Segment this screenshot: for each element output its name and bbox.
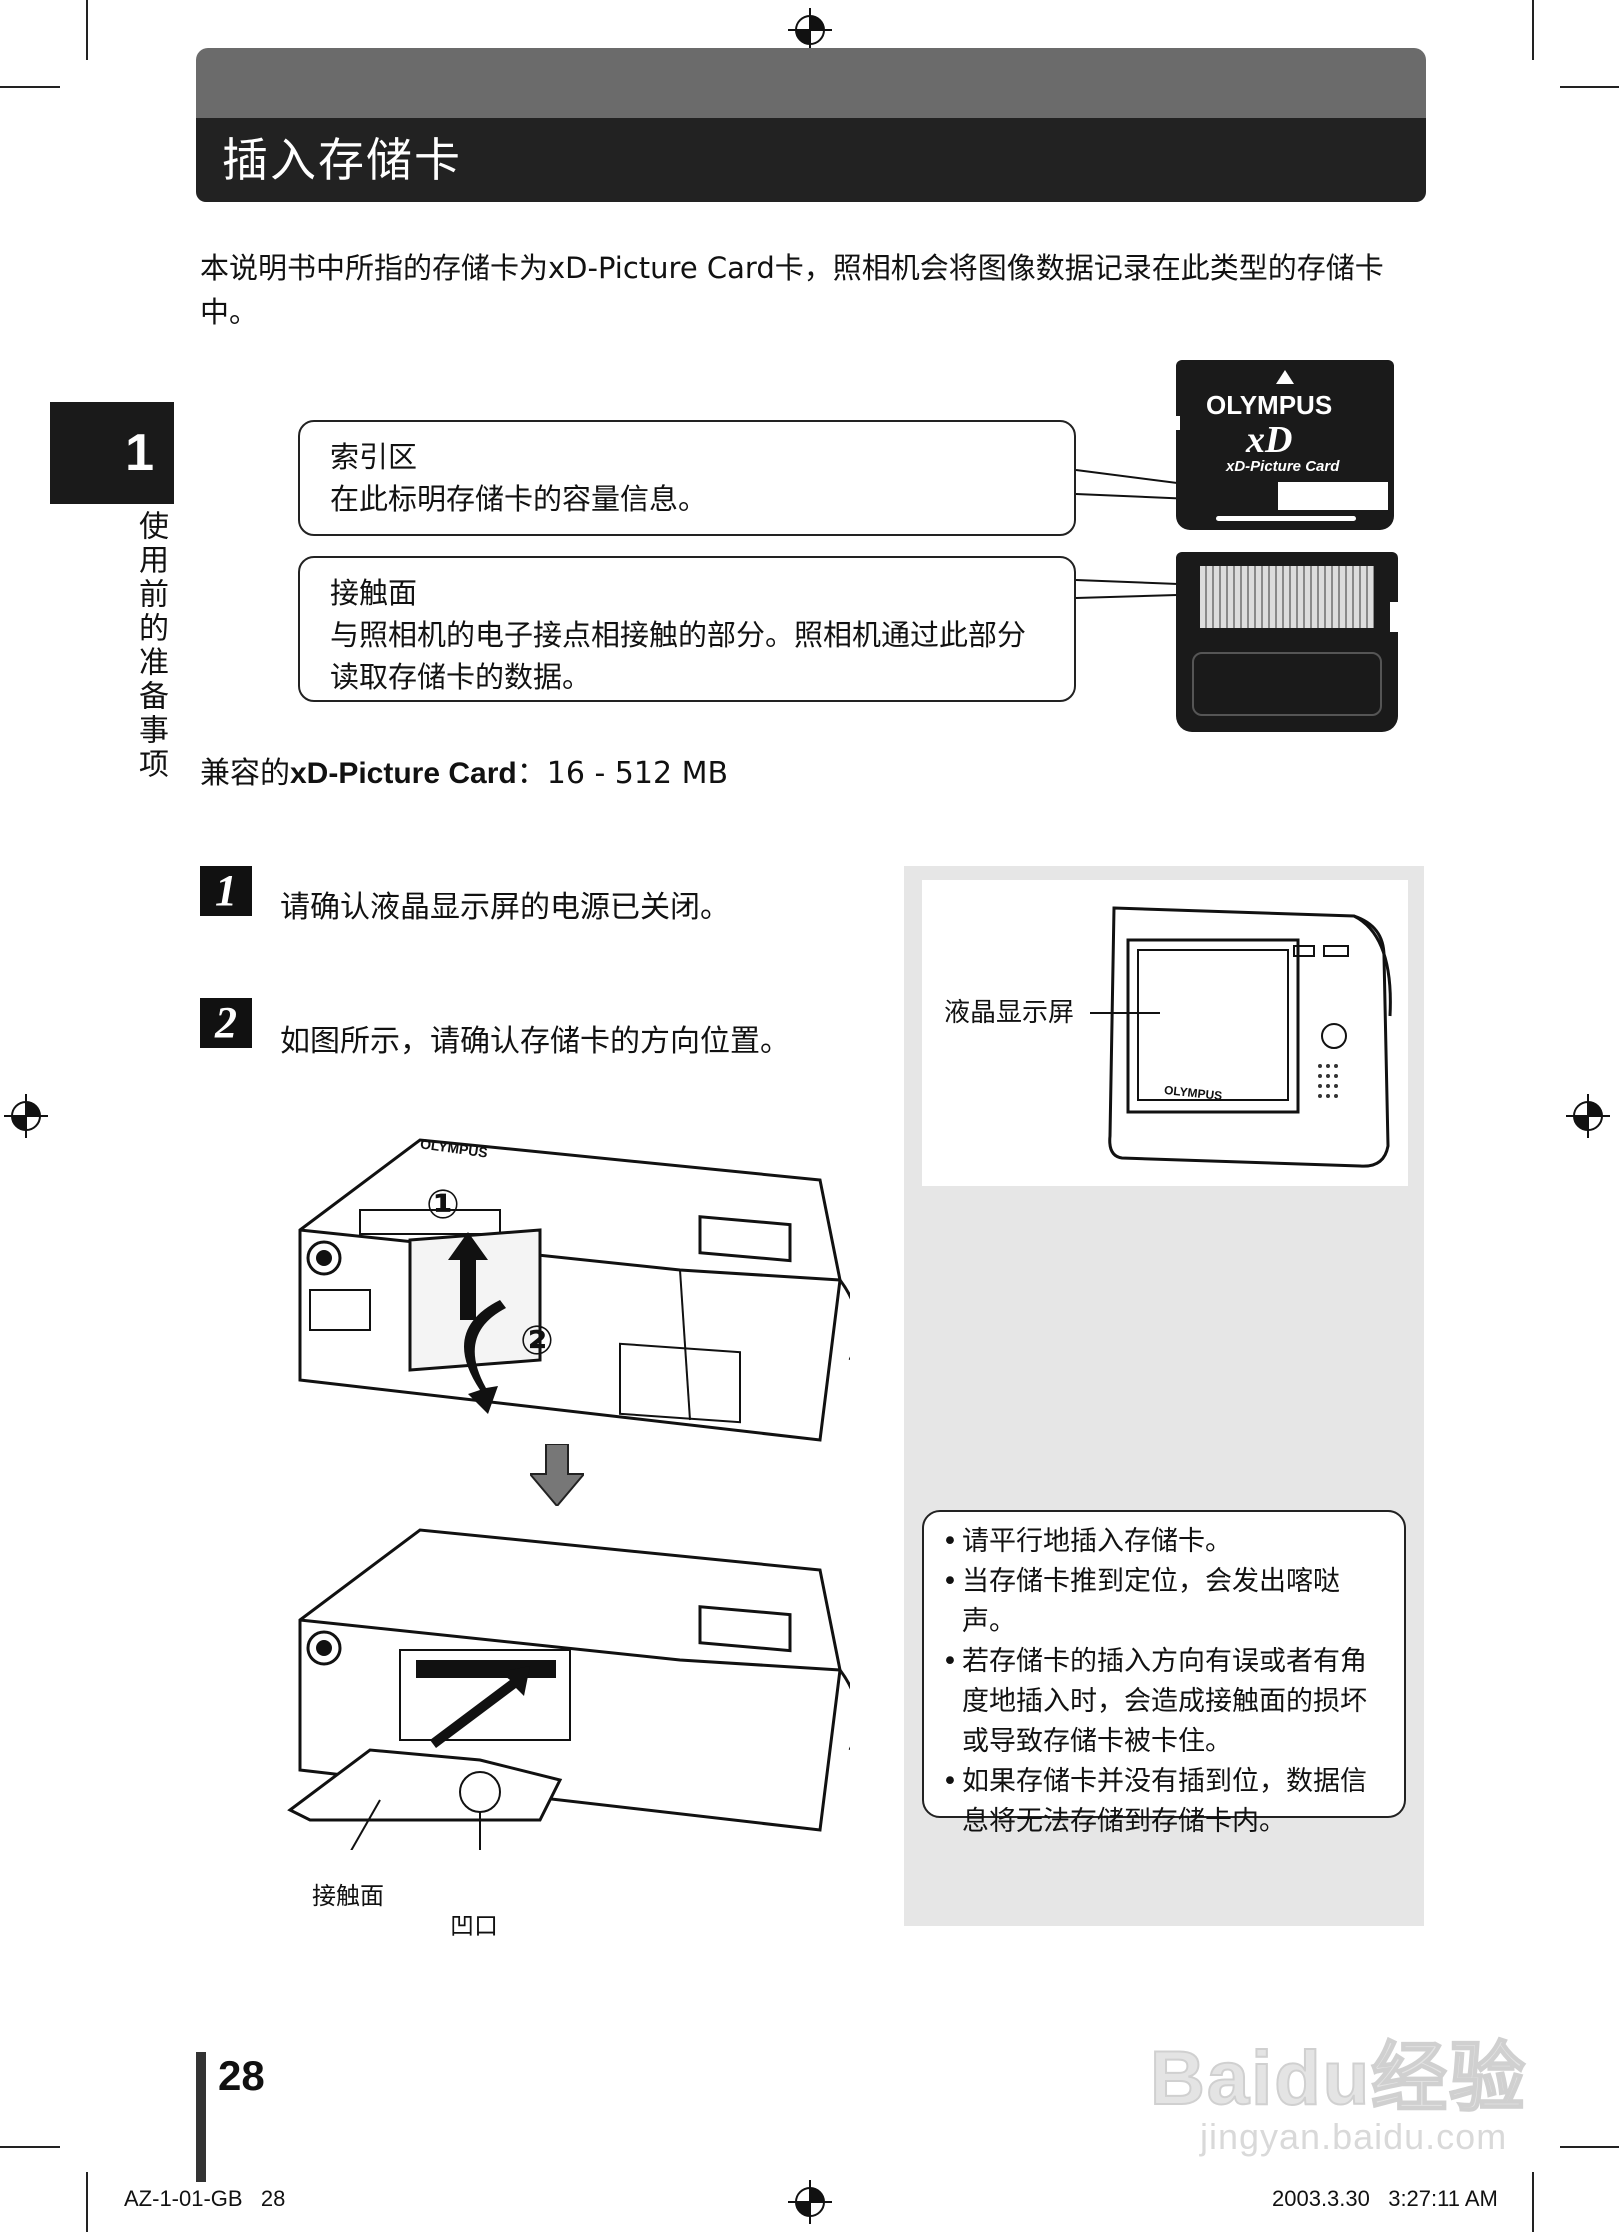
arrow-label: ① xyxy=(426,1182,460,1228)
callout-title: 接触面 xyxy=(330,576,418,610)
camera-open-cover-illustration xyxy=(298,1138,850,1442)
compat-label: 兼容的 xyxy=(200,756,290,791)
registration-mark-icon xyxy=(1566,1094,1610,1138)
step-text: 如图所示，请确认存储卡的方向位置。 xyxy=(280,1024,790,1059)
contact-label: 接触面 xyxy=(312,1882,384,1910)
card-recess xyxy=(1192,652,1382,716)
card-side-notch xyxy=(1390,602,1398,632)
callout-index-area: 索引区 在此标明存储卡的容量信息。 xyxy=(298,420,1076,536)
down-arrow-icon xyxy=(530,1444,584,1506)
notes-box: 请平行地插入存储卡。 当存储卡推到定位，会发出喀哒声。 若存储卡的插入方向有误或… xyxy=(922,1510,1406,1837)
compat-colon: ： xyxy=(516,756,547,791)
intro-paragraph: 本说明书中所指的存储卡为xD-Picture Card卡，照相机会将图像数据记录… xyxy=(200,251,1384,329)
page-number: 28 xyxy=(218,2052,265,2099)
notch-label: 凹口 xyxy=(450,1912,498,1940)
callout-title: 索引区 xyxy=(330,440,418,474)
lcd-label: 液晶显示屏 xyxy=(944,998,1075,1028)
registration-mark-icon xyxy=(788,2180,832,2224)
card-notch xyxy=(1172,416,1180,430)
xd-logo: xD xyxy=(1246,419,1293,461)
camera-back-illustration xyxy=(1108,906,1392,1168)
header-bar xyxy=(196,118,1426,202)
compatibility-line: 兼容的xD-Picture Card：16 - 512 MB xyxy=(200,748,728,792)
compat-range: 16 - 512 MB xyxy=(546,756,729,791)
chapter-number: 1 xyxy=(125,424,154,482)
crop-mark xyxy=(1532,0,1534,60)
page-number-bar xyxy=(196,2052,206,2182)
watermark: Baidu经验 xyxy=(1149,2035,1528,2122)
note-item: 如果存储卡并没有插到位，数据信息将无法存储到存储卡内。 xyxy=(940,1762,1388,1842)
footer-left: AZ-1-01-GB 28 xyxy=(124,2186,286,2211)
card-stripe xyxy=(1216,516,1356,521)
watermark-url: jingyan.baidu.com xyxy=(1200,2116,1508,2157)
crop-mark xyxy=(1560,86,1619,88)
note-item: 当存储卡推到定位，会发出喀哒声。 xyxy=(940,1562,1388,1642)
callout-desc: 与照相机的电子接点相接触的部分。照相机通过此部分读取存储卡的数据。 xyxy=(330,618,1027,694)
step-number: 1 xyxy=(200,866,252,916)
lcd-leader-line xyxy=(1090,1012,1160,1014)
triangle-icon xyxy=(1276,370,1294,384)
registration-mark-icon xyxy=(4,1094,48,1138)
crop-mark xyxy=(1532,2172,1534,2232)
card-brand: OLYMPUS xyxy=(1206,390,1333,420)
step-number: 2 xyxy=(200,998,252,1048)
xd-card-front: OLYMPUS xD xD-Picture Card xyxy=(1172,360,1394,530)
chapter-title: 使用前的准备事项 xyxy=(133,510,168,782)
step-text: 请确认液晶显示屏的电源已关闭。 xyxy=(280,890,730,925)
card-name: xD-Picture Card xyxy=(1226,458,1340,475)
crop-mark xyxy=(86,2172,88,2232)
note-item: 请平行地插入存储卡。 xyxy=(940,1522,1388,1562)
callout-contact-area: 接触面 与照相机的电子接点相接触的部分。照相机通过此部分读取存储卡的数据。 xyxy=(298,556,1076,702)
header-band xyxy=(196,48,1426,118)
arrow-label: ② xyxy=(520,1318,554,1364)
crop-mark xyxy=(0,86,60,88)
contact-area xyxy=(1200,566,1374,628)
footer-right: 2003.3.30 3:27:11 AM xyxy=(1272,2186,1498,2211)
camera-insert-card-illustration xyxy=(287,1528,850,1850)
compat-card: xD-Picture Card xyxy=(290,757,517,790)
crop-mark xyxy=(86,0,88,60)
index-area xyxy=(1278,482,1388,510)
note-item: 若存储卡的插入方向有误或者有角度地插入时，会造成接触面的损坏或导致存储卡被卡住。 xyxy=(940,1642,1388,1762)
registration-mark-icon xyxy=(788,8,832,52)
xd-card-back xyxy=(1176,552,1398,732)
callout-desc: 在此标明存储卡的容量信息。 xyxy=(330,482,708,516)
page-title: 插入存储卡 xyxy=(222,133,462,187)
crop-mark xyxy=(0,2146,60,2148)
chapter-tab: 1 xyxy=(50,402,174,504)
crop-mark xyxy=(1560,2146,1619,2148)
